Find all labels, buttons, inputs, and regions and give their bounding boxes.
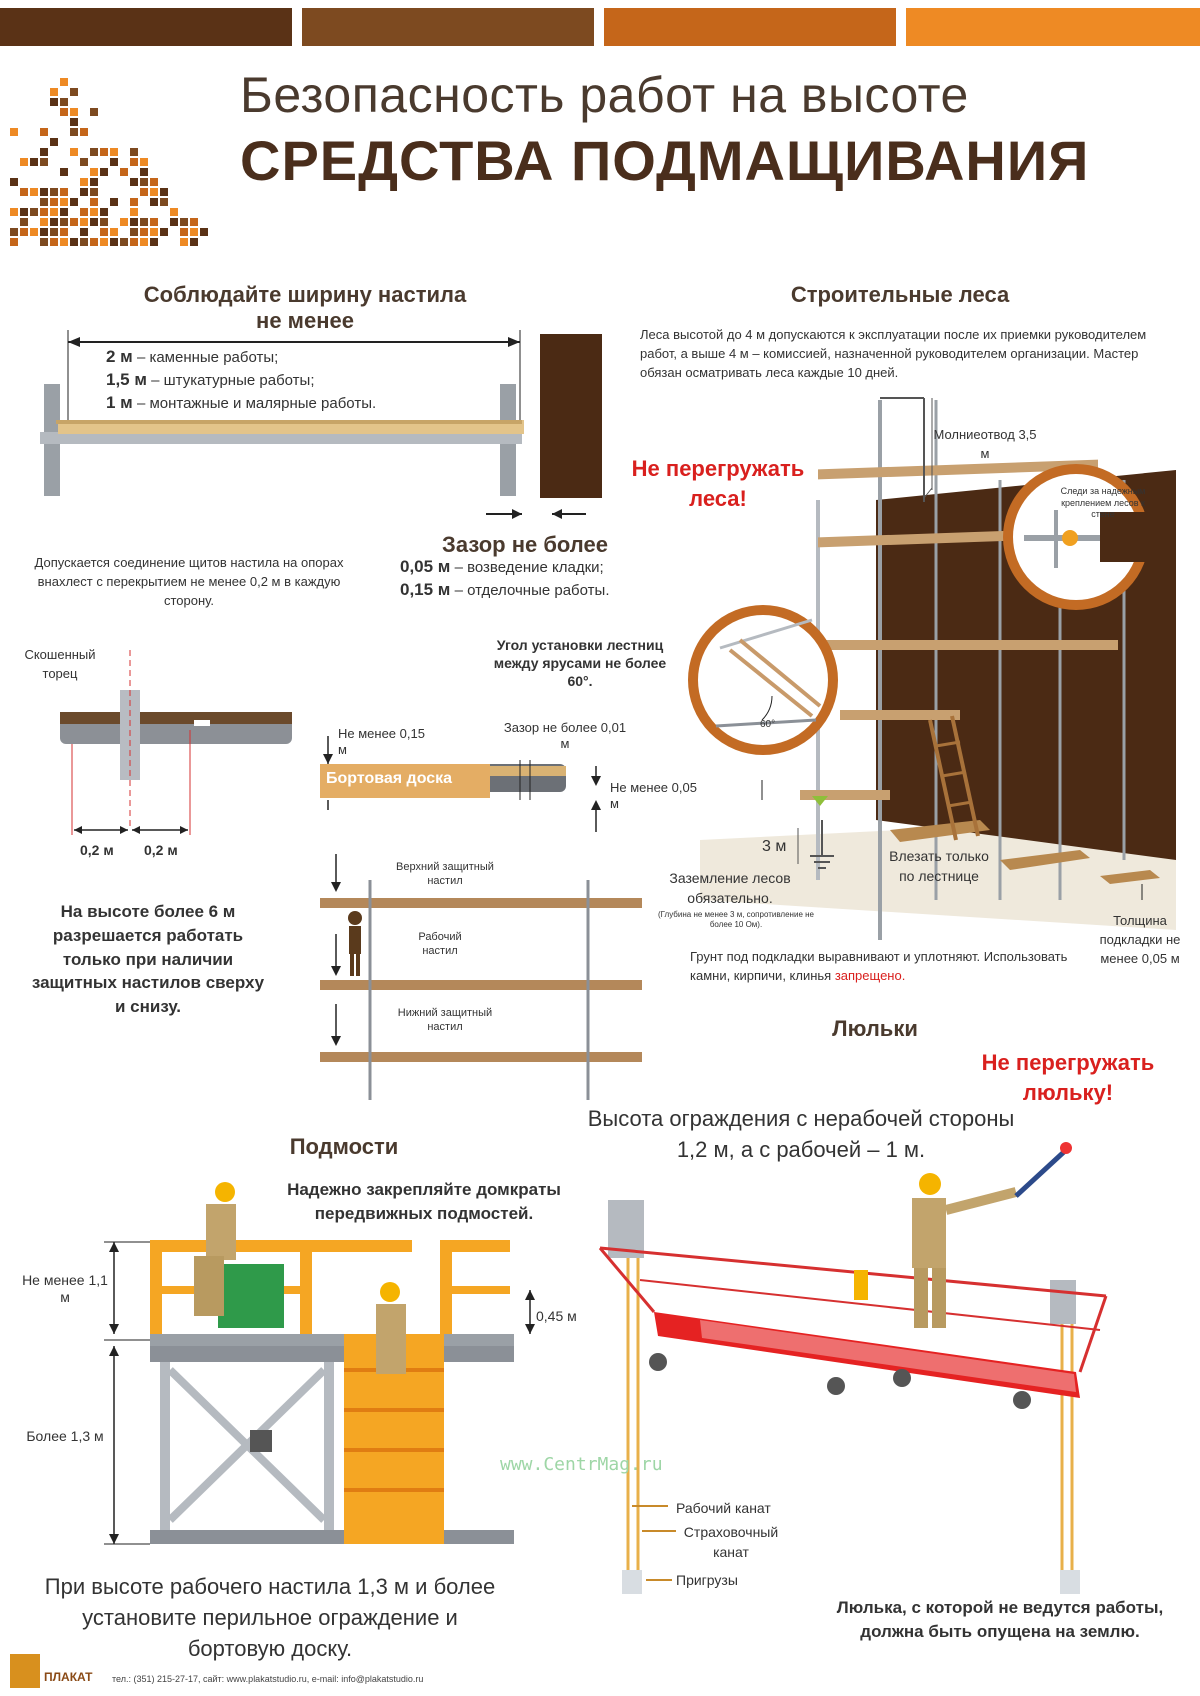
lightning-rod-label: Молниеотвод 3,5 м <box>933 427 1037 461</box>
rope-working-label: Рабочий канат <box>676 1500 771 1516</box>
gap-row-2: 0,15 м – отделочные работы. <box>400 579 610 599</box>
overlap-right-label: 0,2 м <box>144 842 178 858</box>
protective-decks-illustration <box>320 854 642 1100</box>
podmosti-jacks-note: Надежно закрепляйте домкраты передвижных… <box>287 1180 561 1223</box>
working-deck-label: Рабочий настил <box>418 931 462 958</box>
podmosti-min-height: Не менее 1,1 м <box>22 1272 108 1305</box>
joint-note: Допускается соединение щитов настила на … <box>34 555 344 608</box>
board-min-raise: Не менее 0,05 м <box>610 780 697 811</box>
deck-width-illustration <box>40 330 602 519</box>
pad-thickness-label: Толщина подкладки не менее 0,05 м <box>1099 913 1181 966</box>
header-bar-1 <box>0 8 292 46</box>
footer-brand: ПЛАКАТ <box>44 1670 93 1684</box>
footer-contacts: тел.: (351) 215-27-17, сайт: www.plakats… <box>112 1674 424 1684</box>
height-3m: 3 м <box>762 838 787 855</box>
cradle-heading: Люльки <box>832 1016 918 1041</box>
header-bar-4 <box>906 8 1200 46</box>
bevel-label: Скошенный торец <box>24 647 96 681</box>
cradle-lowered-note: Люлька, с которой не ведутся работы, дол… <box>836 1598 1164 1641</box>
rope-safety-label: Страховочный канат <box>683 1524 779 1561</box>
podmosti-more-height: Более 1,3 м <box>26 1428 104 1444</box>
cradle-illustration <box>598 1142 1108 1594</box>
side-board-label: Бортовая доска <box>326 770 453 787</box>
gap-row-1: 0,05 м – возведение кладки; <box>400 557 604 576</box>
upper-deck-label: Верхний защитный настил <box>396 861 494 888</box>
anchor-label: Следи за надежным креплением лесов к сте… <box>1060 486 1146 520</box>
scaffold-intro: Леса высотой до 4 м допускаются к эксплу… <box>640 327 1147 380</box>
deck-row-3: 1 м – монтажные и малярные работы. <box>106 392 377 412</box>
overlap-left-label: 0,2 м <box>80 842 114 858</box>
page-title: Безопасность работ на высоте <box>240 67 969 123</box>
ground-note: Грунт под подкладки выравнивают и уплотн… <box>690 949 1068 983</box>
board-gap: Зазор не более 0,01 м <box>503 720 627 751</box>
deck-row-1: 2 м – каменные работы; <box>106 347 279 366</box>
side-board-illustration <box>320 736 601 832</box>
page-subtitle: СРЕДСТВА ПОДМАЩИВАНИЯ <box>240 129 1090 192</box>
deck-heading-line1: Соблюдайте ширину настила <box>143 282 467 307</box>
weights-label: Пригрузы <box>676 1572 738 1588</box>
header-bar-2 <box>302 8 594 46</box>
lower-deck-label: Нижний защитный настил <box>397 1007 493 1034</box>
scaffold-heading: Строительные леса <box>790 282 1010 307</box>
scaffold-illustration <box>688 397 1176 940</box>
header-bar-3 <box>604 8 896 46</box>
gap-heading: Зазор не более <box>442 532 608 557</box>
footer-logo-box <box>10 1654 40 1688</box>
podmosti-heading: Подмости <box>289 1134 399 1159</box>
deck-width-list: 2 м – каменные работы; 1,5 м – штукатурн… <box>106 346 506 415</box>
cradle-no-overload: Не перегружать люльку! <box>981 1050 1155 1105</box>
watermark: www.CentrMag.ru <box>500 1454 663 1475</box>
mobile-scaffold-illustration <box>104 1182 535 1545</box>
deck-heading-line2: не менее <box>256 308 354 333</box>
podmosti-mid-height: 0,45 м <box>536 1308 577 1324</box>
overlap-joint-illustration <box>60 650 292 835</box>
scaffold-no-overload: Не перегружать леса! <box>631 456 805 511</box>
climb-label: Влезать только по лестнице <box>889 848 989 885</box>
gap-list: 0,05 м – возведение кладки; 0,15 м – отд… <box>400 556 660 602</box>
grounding-label: Заземление лесов обязательно. <box>669 870 791 907</box>
cradle-railing-note: Высота ограждения с нерабочей стороны 1,… <box>587 1106 1015 1162</box>
board-min-height: Не менее 0,15 м <box>338 726 425 757</box>
deck-row-2: 1,5 м – штукатурные работы; <box>106 369 315 389</box>
protective-note: На высоте более 6 м разрешается работать… <box>31 902 265 1017</box>
podmosti-note: При высоте рабочего настила 1,3 м и боле… <box>44 1574 496 1661</box>
grounding-note: (Глубина не менее 3 м, сопротивление не … <box>658 910 814 930</box>
deck-heading: Соблюдайте ширину настила не менее <box>100 282 510 334</box>
ladder-angle-note: Угол установки лестниц между ярусами не … <box>493 637 667 690</box>
angle-value: 60° <box>760 719 776 730</box>
